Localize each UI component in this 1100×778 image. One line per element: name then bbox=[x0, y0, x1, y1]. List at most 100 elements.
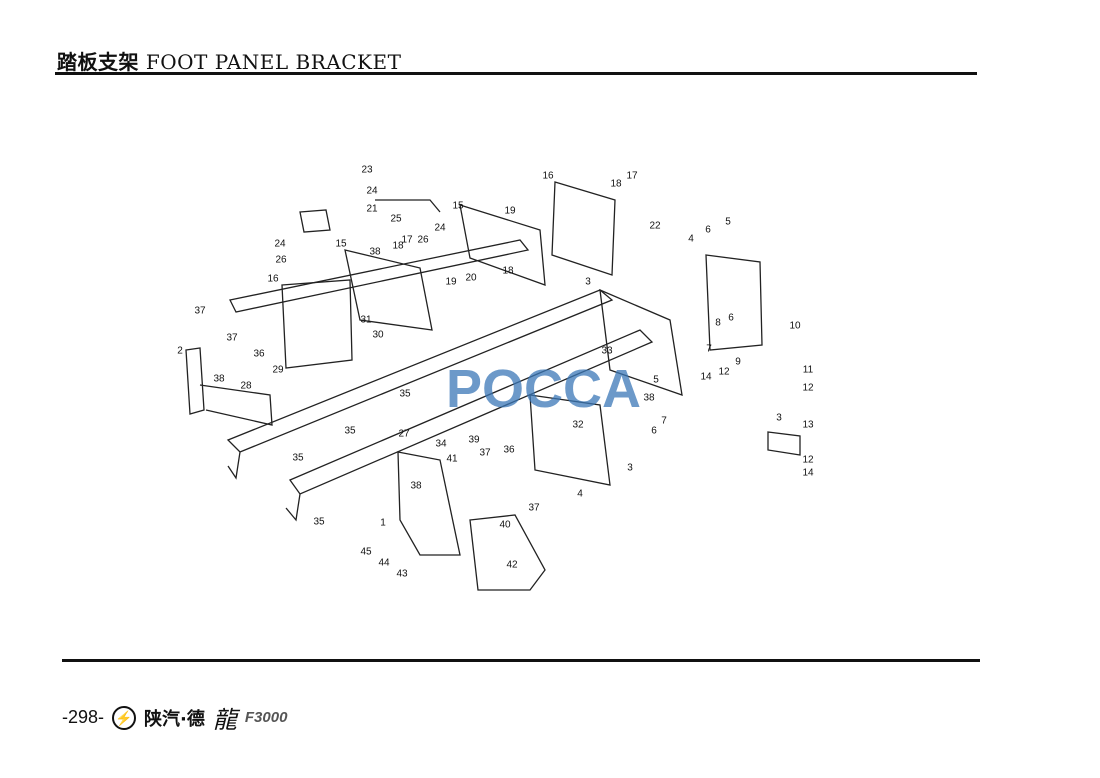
part-callout: 19 bbox=[445, 276, 457, 288]
part-callout: 36 bbox=[253, 348, 265, 360]
part-callout: 35 bbox=[313, 516, 325, 528]
bracket-right bbox=[599, 288, 683, 396]
part-callout: 3 bbox=[776, 412, 782, 424]
part-callout: 16 bbox=[542, 170, 554, 182]
pedal-bracket bbox=[529, 394, 611, 486]
mount-block bbox=[299, 209, 331, 233]
part-callout: 18 bbox=[502, 265, 514, 277]
part-callout: 17 bbox=[401, 234, 413, 246]
part-callout: 4 bbox=[577, 488, 583, 500]
part-callout: 7 bbox=[661, 415, 667, 427]
part-callout: 11 bbox=[802, 364, 814, 376]
part-callout: 12 bbox=[802, 454, 814, 466]
part-callout: 38 bbox=[369, 246, 381, 258]
part-callout: 26 bbox=[417, 234, 429, 246]
part-callout: 13 bbox=[802, 419, 814, 431]
title-english: FOOT PANEL BRACKET bbox=[145, 50, 402, 74]
model-name: F3000 bbox=[244, 709, 288, 726]
page-title: 踏板支架 FOOT PANEL BRACKET bbox=[57, 46, 401, 75]
frame-drawing bbox=[185, 181, 801, 591]
part-callout: 6 bbox=[728, 312, 734, 324]
part-callout: 29 bbox=[272, 364, 284, 376]
part-callout: 28 bbox=[240, 380, 252, 392]
part-callout: 12 bbox=[802, 382, 814, 394]
part-callout: 31 bbox=[360, 314, 372, 326]
part-callout: 37 bbox=[226, 332, 238, 344]
panel-right bbox=[705, 254, 763, 351]
part-callout: 7 bbox=[706, 343, 712, 355]
part-callout: 4 bbox=[688, 233, 694, 245]
part-callout: 18 bbox=[610, 178, 622, 190]
part-callout: 16 bbox=[267, 273, 279, 285]
part-callout: 30 bbox=[372, 329, 384, 341]
part-callout: 15 bbox=[335, 238, 347, 250]
part-callout: 38 bbox=[410, 480, 422, 492]
part-callout: 34 bbox=[435, 438, 447, 450]
part-callout: 17 bbox=[626, 170, 638, 182]
part-callout: 40 bbox=[499, 519, 511, 531]
panel-top bbox=[551, 181, 616, 276]
part-callout: 19 bbox=[504, 205, 516, 217]
part-callout: 36 bbox=[503, 444, 515, 456]
part-callout: 20 bbox=[465, 272, 477, 284]
part-callout: 41 bbox=[446, 453, 458, 465]
part-callout: 10 bbox=[789, 320, 801, 332]
brand-name: 陕汽·德 bbox=[144, 708, 205, 730]
part-callout: 3 bbox=[585, 276, 591, 288]
part-callout: 43 bbox=[396, 568, 408, 580]
part-callout: 35 bbox=[344, 425, 356, 437]
top-rod bbox=[375, 199, 441, 213]
step-frame bbox=[397, 451, 461, 556]
header-rule bbox=[55, 72, 977, 75]
part-callout: 5 bbox=[653, 374, 659, 386]
part-callout: 37 bbox=[194, 305, 206, 317]
part-callout: 44 bbox=[378, 557, 390, 569]
part-callout: 37 bbox=[479, 447, 491, 459]
part-callout: 35 bbox=[292, 452, 304, 464]
part-callout: 22 bbox=[649, 220, 661, 232]
part-callout: 5 bbox=[725, 216, 731, 228]
frame-rail-right bbox=[229, 239, 530, 313]
part-callout: 32 bbox=[572, 419, 584, 431]
mud-flap bbox=[469, 514, 546, 591]
part-callout: 9 bbox=[735, 356, 741, 368]
part-callout: 33 bbox=[601, 345, 613, 357]
part-callout: 39 bbox=[468, 434, 480, 446]
part-callout: 27 bbox=[398, 428, 410, 440]
title-chinese: 踏板支架 bbox=[57, 50, 139, 74]
part-callout: 3 bbox=[627, 462, 633, 474]
part-callout: 15 bbox=[452, 200, 464, 212]
part-callout: 12 bbox=[718, 366, 730, 378]
bracket-left bbox=[185, 347, 273, 426]
part-callout: 6 bbox=[651, 425, 657, 437]
part-callout: 24 bbox=[366, 185, 378, 197]
part-callout: 45 bbox=[360, 546, 372, 558]
brand-calligraphy: 龍 bbox=[212, 706, 237, 734]
footer-rule bbox=[62, 659, 980, 662]
part-callout: 37 bbox=[528, 502, 540, 514]
part-callout: 6 bbox=[705, 224, 711, 236]
panel-left bbox=[281, 279, 353, 369]
frame-rail-lower bbox=[285, 329, 654, 522]
page-number: -298- bbox=[62, 707, 105, 727]
frame-rail-left bbox=[226, 289, 614, 480]
shacman-logo-icon: ⚡ bbox=[112, 705, 137, 730]
part-callout: 21 bbox=[366, 203, 378, 215]
rubber-block bbox=[767, 431, 801, 456]
part-callout: 24 bbox=[434, 222, 446, 234]
part-callout: 18 bbox=[392, 240, 404, 252]
part-callout: 2 bbox=[177, 345, 183, 357]
part-callout: 42 bbox=[506, 559, 518, 571]
part-callout: 14 bbox=[700, 371, 712, 383]
part-callout: 38 bbox=[213, 373, 225, 385]
part-callout: 26 bbox=[275, 254, 287, 266]
bracket-top bbox=[459, 204, 546, 286]
part-callout: 38 bbox=[643, 392, 655, 404]
part-callout: 8 bbox=[715, 317, 721, 329]
footer: -298- ⚡ 陕汽·德 龍 F3000 bbox=[62, 700, 287, 735]
part-callout: 25 bbox=[390, 213, 402, 225]
part-callout: 23 bbox=[361, 164, 373, 176]
watermark: POCCA bbox=[446, 359, 642, 419]
part-callout: 1 bbox=[380, 517, 386, 529]
